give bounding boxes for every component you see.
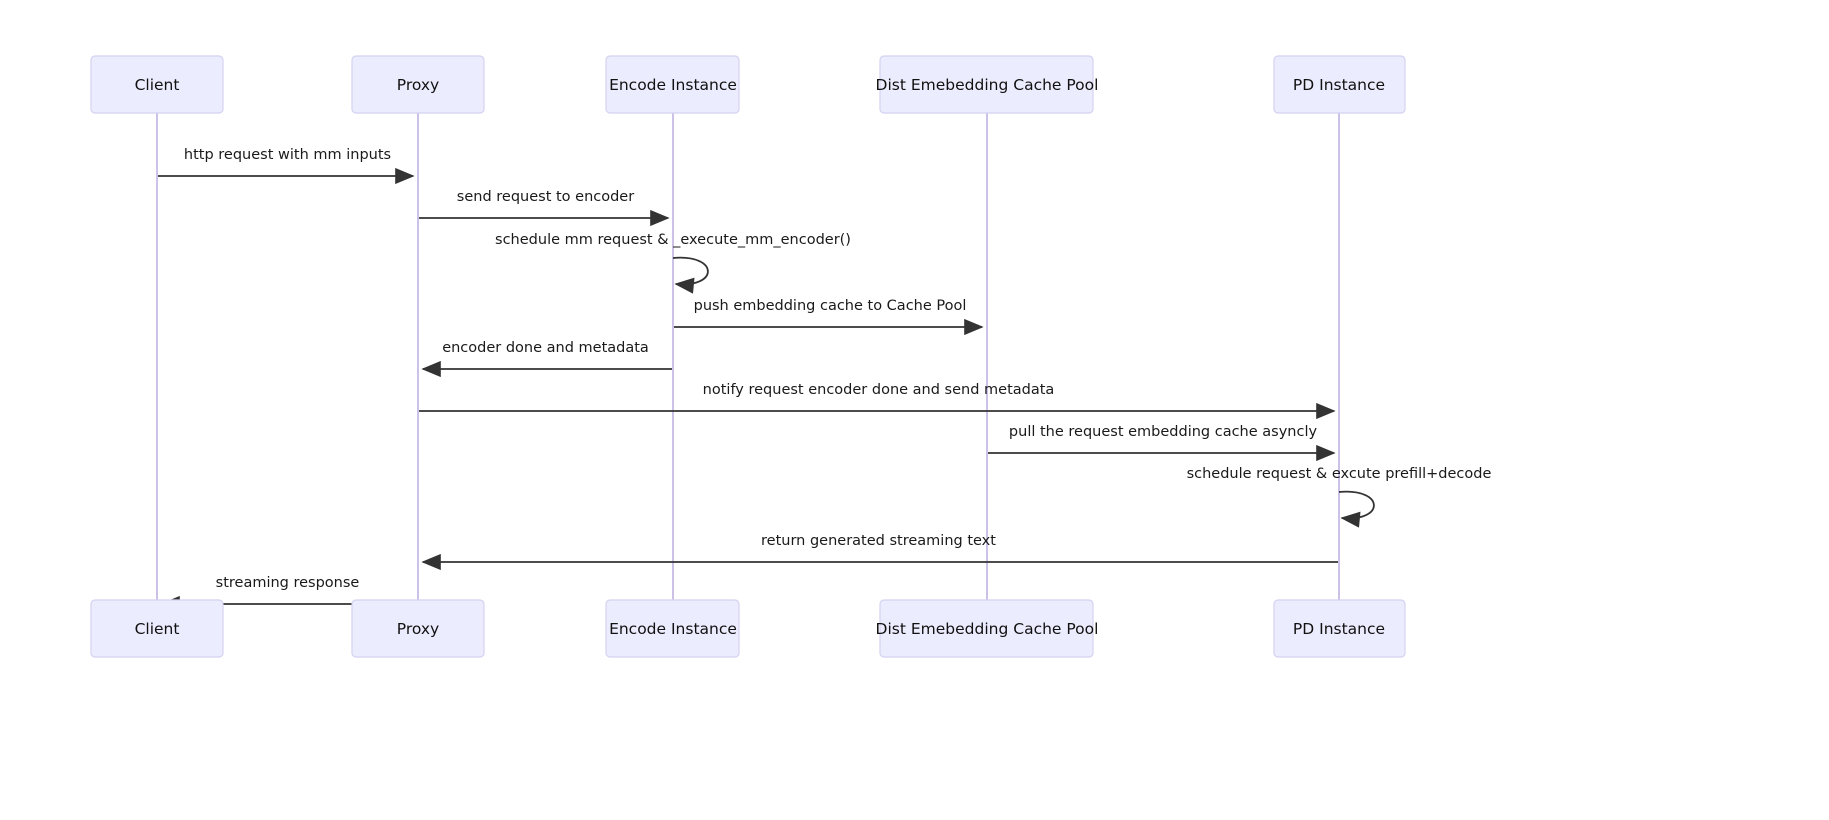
participant-label-proxy: Proxy bbox=[397, 620, 439, 638]
participant-label-encode: Encode Instance bbox=[609, 620, 737, 638]
messages-layer: http request with mm inputs send request … bbox=[158, 147, 1492, 613]
participant-box-client bbox=[90, 599, 224, 658]
message-label-10: streaming response bbox=[216, 575, 360, 591]
message-label-9: return generated streaming text bbox=[761, 533, 996, 549]
self-message-loop-3 bbox=[672, 256, 709, 294]
participant-label-encode: Encode Instance bbox=[609, 76, 737, 94]
participant-label-cachepool: Dist Emebedding Cache Pool bbox=[876, 620, 1099, 638]
participants-top-layer: Client Proxy Encode Instance Dist Emebeddin… bbox=[90, 55, 1406, 114]
participant-cachepool-top[interactable]: Dist Emebedding Cache Pool bbox=[876, 55, 1099, 114]
participant-proxy-top[interactable]: Proxy bbox=[351, 55, 485, 114]
message-label-7: pull the request embedding cache asyncly bbox=[1009, 424, 1318, 440]
participant-label-pd: PD Instance bbox=[1293, 76, 1385, 94]
participant-encode-bottom[interactable]: Encode Instance bbox=[605, 599, 740, 658]
participant-pd-bottom[interactable]: PD Instance bbox=[1273, 599, 1406, 658]
message-4-encode-to-cachepool[interactable]: push embedding cache to Cache Pool bbox=[674, 298, 984, 336]
participant-label-proxy: Proxy bbox=[397, 76, 439, 94]
message-label-5: encoder done and metadata bbox=[442, 340, 649, 356]
message-label-8: schedule request & excute prefill+decode bbox=[1187, 466, 1492, 482]
participant-box-proxy bbox=[351, 55, 485, 114]
participant-pd-top[interactable]: PD Instance bbox=[1273, 55, 1406, 114]
message-label-4: push embedding cache to Cache Pool bbox=[694, 298, 967, 314]
participant-proxy-bottom[interactable]: Proxy bbox=[351, 599, 485, 658]
participant-box-pd bbox=[1273, 55, 1406, 114]
participant-client-top[interactable]: Client bbox=[90, 55, 224, 114]
self-message-loop-8 bbox=[1338, 490, 1375, 528]
lifelines-layer bbox=[156, 113, 1340, 600]
message-1-client-to-proxy[interactable]: http request with mm inputs bbox=[158, 147, 415, 185]
participant-box-cachepool bbox=[879, 599, 1094, 658]
message-label-1: http request with mm inputs bbox=[184, 147, 391, 163]
message-label-2: send request to encoder bbox=[457, 189, 634, 205]
message-label-6: notify request encoder done and send met… bbox=[703, 382, 1055, 398]
participant-label-pd: PD Instance bbox=[1293, 620, 1385, 638]
participants-bottom-layer: Client Proxy Encode Instance Dist Emebeddin… bbox=[90, 599, 1406, 658]
participant-label-client: Client bbox=[135, 620, 180, 638]
participant-encode-top[interactable]: Encode Instance bbox=[605, 55, 740, 114]
participant-box-encode bbox=[605, 599, 740, 658]
participant-client-bottom[interactable]: Client bbox=[90, 599, 224, 658]
message-6-proxy-to-pd[interactable]: notify request encoder done and send met… bbox=[419, 382, 1336, 420]
participant-label-cachepool: Dist Emebedding Cache Pool bbox=[876, 76, 1099, 94]
participant-box-proxy bbox=[351, 599, 485, 658]
message-9-pd-to-proxy[interactable]: return generated streaming text bbox=[421, 533, 1338, 571]
participant-label-client: Client bbox=[135, 76, 180, 94]
participant-cachepool-bottom[interactable]: Dist Emebedding Cache Pool bbox=[876, 599, 1099, 658]
participant-box-pd bbox=[1273, 599, 1406, 658]
message-3-encode-to-encode[interactable]: schedule mm request & _execute_mm_encode… bbox=[495, 232, 851, 294]
participant-box-encode bbox=[605, 55, 740, 114]
message-5-encode-to-proxy[interactable]: encoder done and metadata bbox=[421, 340, 672, 378]
message-8-pd-to-pd[interactable]: schedule request & excute prefill+decode bbox=[1187, 466, 1492, 528]
participant-box-client bbox=[90, 55, 224, 114]
participant-box-cachepool bbox=[879, 55, 1094, 114]
message-label-3: schedule mm request & _execute_mm_encode… bbox=[495, 232, 851, 248]
message-2-proxy-to-encode[interactable]: send request to encoder bbox=[419, 189, 670, 227]
message-7-cachepool-to-pd[interactable]: pull the request embedding cache asyncly bbox=[988, 424, 1336, 462]
